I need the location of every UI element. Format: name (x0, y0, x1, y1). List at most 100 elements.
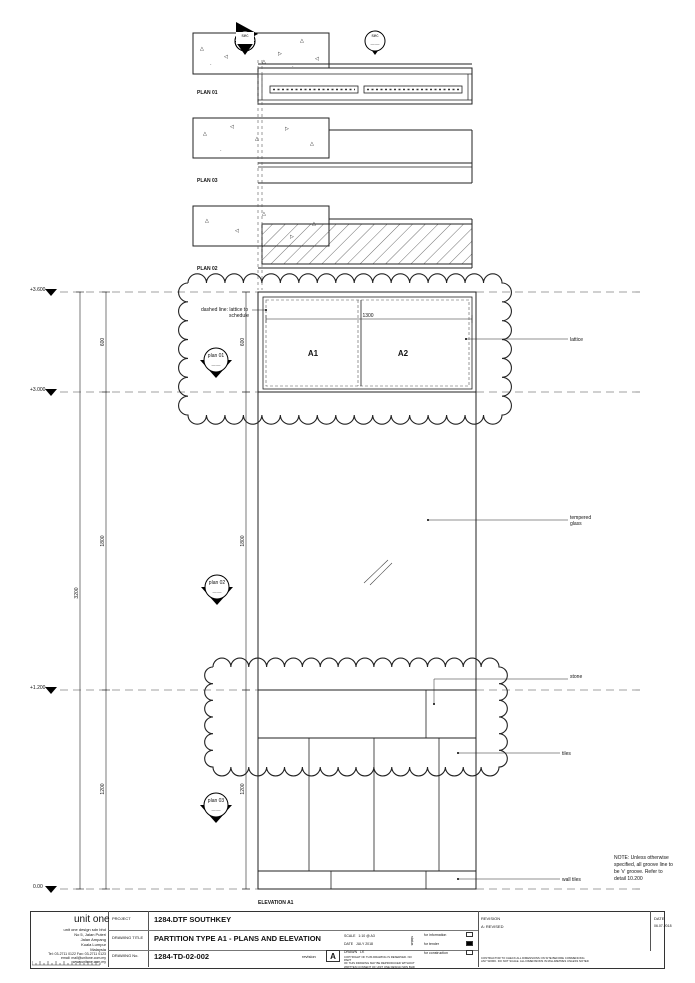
panel-a1-label: A1 (308, 349, 319, 358)
date-label: DATE (344, 942, 354, 946)
scale-bar (32, 961, 101, 966)
callout-lattice: lattice (570, 337, 583, 343)
copyright-line: WRITTEN CONSENT OF UNIT ONE DESIGN SDN B… (344, 964, 415, 969)
drawn-value: LK (360, 950, 365, 954)
note-line-2: specified, all groove line to (614, 862, 673, 868)
note-line-1: NOTE: Unless otherwise (614, 855, 669, 861)
copyright-line: OF THIS DRAWING MAY BE REPRODUCED WITHOU… (344, 961, 415, 966)
website: www.unitone.com.my (72, 960, 106, 964)
svg-text:△: △ (200, 46, 204, 52)
level-markers: +3.600 +3.000 +1.200 0.00 (30, 287, 57, 893)
svg-text:·: · (220, 148, 222, 154)
drawing-title-value: PARTITION TYPE A1 - PLANS AND ELEVATION (154, 934, 321, 943)
callouts (428, 338, 568, 880)
plan-tag-01: plan 01 —.— (200, 347, 232, 378)
date-entry: 06.07.2018 (654, 924, 672, 928)
divider (108, 930, 478, 931)
footer-line: CONTRACTOR TO CHECK ALL DIMENSIONS ON SI… (481, 956, 585, 960)
svg-text:◁: ◁ (224, 54, 228, 60)
section-marker-ref: —.— (240, 41, 249, 46)
svg-text:◁: ◁ (235, 228, 239, 234)
fax: Fax: 03-2711 0123 (76, 952, 106, 956)
address-line: No 5, Jalan Puteri (74, 932, 106, 937)
level-3000: +3.000 (30, 387, 46, 393)
plan-01-drawing: △◁△ ▷△◁ ·△· PLAN 01 sec —.— (192, 22, 473, 105)
dim-600-inner: 600 (240, 338, 246, 347)
callout-tiles: tiles (562, 751, 571, 757)
project-value: 1284.DTF SOUTHKEY (154, 915, 232, 924)
dim-3200: 3200 (74, 587, 80, 598)
title-block: unit one unit one design sdn bhd No 5, J… (0, 910, 695, 983)
revision-cloud (204, 657, 508, 777)
revision-label: revision (302, 954, 316, 959)
plan-tag-01-ref: —.— (211, 362, 220, 367)
company-logo: unit one (74, 914, 110, 925)
svg-text:△: △ (262, 211, 266, 217)
project-label: PROJECT (112, 916, 131, 921)
dashed-line-note-2: schedule (229, 313, 249, 319)
copyright: COPYRIGHT OF THIS DRAWING IS RESERVED. N… (344, 955, 419, 969)
dim-1800-inner: 1800 (240, 535, 246, 546)
plan-tag-02-ref: —.— (212, 589, 221, 594)
level-0: 0.00 (33, 884, 43, 890)
status-tender: for tender (424, 942, 439, 946)
svg-text:◁: ◁ (315, 56, 319, 62)
status-information-checkbox (466, 932, 473, 937)
svg-text:△: △ (255, 136, 259, 142)
svg-text:·: · (210, 62, 212, 68)
svg-text:▷: ▷ (285, 126, 289, 132)
company-contact: Tel: 03-2711 0122 Fax: 03-2711 0123 emai… (36, 952, 106, 964)
svg-text:△: △ (300, 38, 304, 44)
svg-text:▷: ▷ (278, 51, 282, 57)
svg-text:·: · (292, 64, 294, 70)
date-header: DATE (654, 916, 665, 921)
elevation-a1: A1 A2 ELEVATION A1 (257, 291, 477, 906)
company-details: unit one design sdn bhd No 5, Jalan Pute… (60, 927, 106, 952)
status-label: status (410, 936, 414, 946)
status-options: for information for tender for construct… (424, 931, 448, 958)
dimension-labels: 3200 600 1800 1200 600 1800 1200 1300 (74, 313, 374, 795)
revision-clouds (178, 273, 512, 777)
scale-value: 1:10 @ A3 (358, 934, 375, 938)
status-construction: for construction (424, 951, 448, 955)
status-construction-checkbox (466, 950, 473, 955)
section-marker-label: sec (241, 33, 249, 38)
meta-fields: SCALE 1:10 @ A3 DATE JULY 2018 DRAWN LK (344, 932, 419, 956)
plan-tag-01-label: plan 01 (208, 353, 225, 359)
drawing-no-value: 1284-TD-02-002 (154, 952, 210, 961)
revision-cloud (178, 273, 512, 425)
plan-tag-03-ref: —.— (211, 807, 220, 812)
revision-header: REVISION (481, 916, 501, 921)
scale-label: SCALE (344, 934, 356, 938)
tel: Tel: 03-2711 0122 (48, 952, 76, 956)
title-block-frame (30, 911, 665, 969)
plan-03-drawing: △◁△ ▷△· PLAN 03 (192, 117, 473, 184)
divider (108, 950, 478, 951)
panel-a2-label: A2 (398, 349, 409, 358)
divider (478, 911, 479, 967)
elevation-title: ELEVATION A1 (258, 900, 294, 906)
company-name: unit one design sdn bhd (63, 927, 106, 932)
note-line-4: detail 10.200 (614, 876, 643, 882)
email: email: mail@unitone.com.my (61, 956, 106, 960)
svg-text:△: △ (262, 59, 266, 65)
address-line: Kuala Lumpur (81, 942, 106, 947)
plan-tag-03-label: plan 03 (208, 798, 225, 804)
status-information: for information (424, 933, 447, 937)
status-tender-checkbox (466, 941, 473, 946)
revision-box: A (326, 950, 340, 962)
section-marker-right: sec —.— (364, 30, 386, 55)
revision-entry: A: REVISED (481, 924, 504, 929)
divider (108, 911, 109, 967)
date-value: JULY 2018 (356, 942, 373, 946)
callout-stone: stone (570, 674, 582, 680)
section-marker-left: sec —.— (234, 22, 258, 55)
divider (148, 911, 149, 967)
plan-02-label: PLAN 02 (197, 266, 218, 272)
address-line: Jalan Ampang (80, 937, 106, 942)
drawing-title-label: DRAWING TITLE (112, 935, 144, 940)
callout-glass-2: glass (570, 521, 582, 527)
svg-text:△: △ (203, 131, 207, 137)
section-marker-ref: —.— (370, 41, 379, 46)
